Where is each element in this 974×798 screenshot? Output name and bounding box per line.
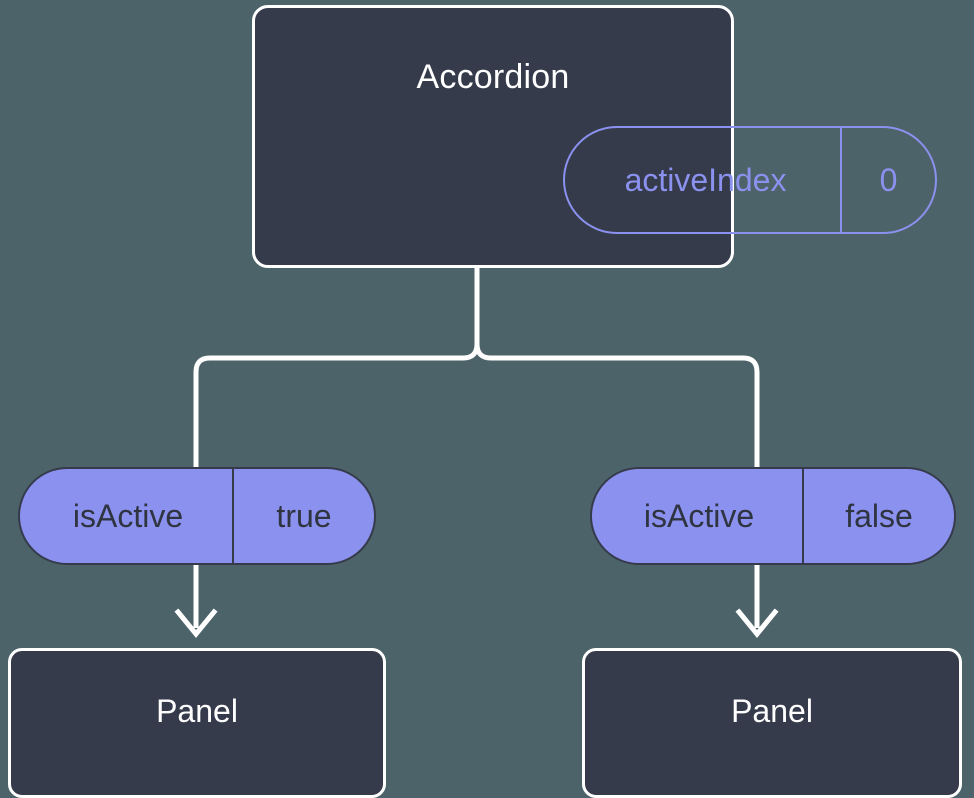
arrow-head-left — [174, 608, 218, 638]
is-active-prop-pill-right[interactable]: isActive false — [590, 467, 956, 565]
branch-connector-left — [193, 343, 480, 467]
connector-lines — [174, 268, 779, 638]
component-tree-diagram: Accordion activeIndex 0 isActive true is… — [8, 5, 962, 798]
active-index-state-pill[interactable]: activeIndex 0 — [563, 126, 937, 234]
panel-node-right[interactable]: Panel — [582, 648, 962, 798]
branch-connector-right — [474, 343, 760, 467]
is-active-prop-pill-left[interactable]: isActive true — [18, 467, 376, 565]
is-active-value-label-right: false — [802, 469, 954, 563]
accordion-node-title: Accordion — [416, 58, 570, 96]
active-index-value-label: 0 — [840, 128, 935, 232]
accordion-node[interactable]: Accordion activeIndex 0 — [252, 5, 937, 268]
is-active-key-label-left: isActive — [72, 497, 184, 534]
is-active-value-label-left: true — [232, 469, 374, 563]
arrow-head-right — [735, 608, 779, 638]
panel-node-right-title: Panel — [731, 693, 813, 729]
is-active-key-label-right: isActive — [643, 497, 755, 534]
panel-node-left-title: Panel — [156, 693, 238, 729]
panel-node-left[interactable]: Panel — [8, 648, 386, 798]
active-index-key-label: activeIndex — [624, 161, 787, 198]
